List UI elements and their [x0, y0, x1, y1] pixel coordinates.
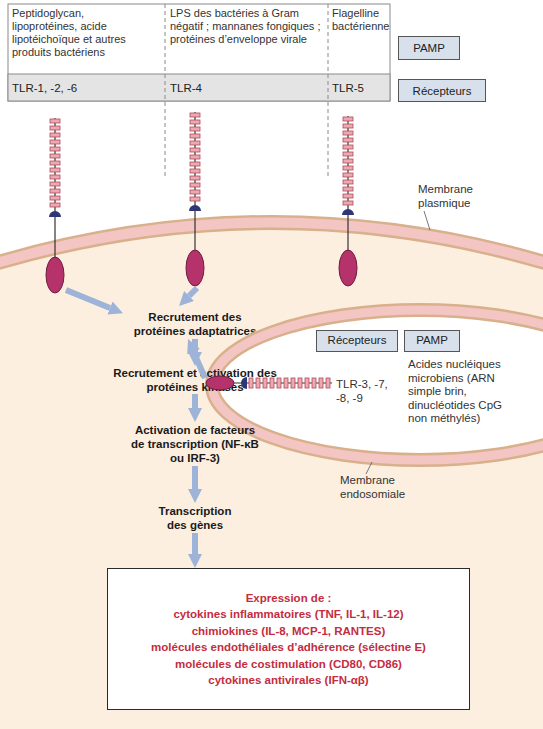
- receptor-stem: [220, 382, 332, 383]
- node-text: Expression de :: [246, 590, 332, 607]
- node-text: TLR-4: [170, 82, 202, 94]
- node-text: Récepteurs: [413, 85, 472, 97]
- tag-box: Récepteurs: [398, 79, 486, 102]
- node-text: Recrutement et activation des protéines …: [100, 366, 290, 394]
- receptor-cell: TLR-1, -2, -6: [12, 75, 162, 100]
- node-text: cytokines inflammatoires (TNF, IL-1, IL-…: [173, 606, 403, 623]
- membrane-label: Membrane plasmique: [418, 183, 490, 210]
- node-text: Acides nucléiques microbiens (ARN simple…: [408, 358, 512, 426]
- node-text: Recrutement des protéines adaptatrices: [125, 310, 265, 338]
- column-divider: [328, 4, 329, 178]
- tir-domain: [206, 376, 234, 390]
- receptor-ladder: [49, 118, 61, 209]
- receptor-ladder: [248, 377, 332, 389]
- receptor-cell: TLR-5: [332, 75, 388, 100]
- endosome-membrane-outer: [212, 310, 543, 460]
- flow-arrow: [192, 533, 198, 554]
- tag-box: Récepteurs: [316, 330, 398, 352]
- receptor-ladder: [342, 116, 354, 207]
- receptor-cell: TLR-4: [170, 75, 320, 100]
- tlr-receptor: [339, 116, 357, 286]
- plasma-membrane-band: [0, 223, 543, 266]
- leader-line: [424, 211, 430, 230]
- flow-arrow: [194, 352, 205, 378]
- process-step: Activation de facteurs de transcription …: [128, 422, 262, 466]
- receptor-domain: [342, 209, 354, 215]
- node-text: molécules de costimulation (CD80, CD86): [175, 656, 402, 673]
- output-box: Expression de :cytokines inflammatoires …: [107, 568, 470, 710]
- node-text: Peptidoglycan, lipoprotéines, acide lipo…: [12, 7, 152, 59]
- flow-arrow: [192, 339, 198, 352]
- column-divider: [165, 4, 166, 178]
- membrane-label: Membrane endosomiale: [340, 474, 430, 501]
- node-text: TLR-3, -7, -8, -9: [336, 378, 398, 405]
- receptor-row: [8, 74, 390, 101]
- process-step: Recrutement des protéines adaptatrices: [125, 309, 265, 339]
- pamp-table: [8, 4, 390, 101]
- process-step: Recrutement et activation des protéines …: [100, 366, 290, 394]
- node-text: PAMP: [416, 334, 448, 348]
- tlr-receptor: [46, 118, 64, 293]
- leader-line: [366, 462, 372, 474]
- endosomal-tlr-receptor: [206, 376, 332, 390]
- process-step: Transcription des gènes: [148, 503, 242, 533]
- receptor-domain: [49, 211, 61, 217]
- plasma-membrane-outer: [0, 223, 543, 266]
- tag-box: PAMP: [404, 330, 460, 352]
- node-text: Flagelline bactérienne: [332, 7, 390, 33]
- pamp-cell: Peptidoglycan, lipoprotéines, acide lipo…: [12, 7, 152, 71]
- node-text: TLR-5: [332, 82, 364, 94]
- tag-box: PAMP: [398, 36, 460, 60]
- node-text: cytokines antivirales (IFN-αβ): [208, 672, 368, 689]
- node-text: PAMP: [413, 42, 445, 54]
- node-text: molécules endothéliales d’adhérence (sél…: [151, 639, 426, 656]
- receptor-domain: [189, 205, 201, 211]
- node-text: TLR-1, -2, -6: [12, 82, 77, 94]
- tir-domain: [339, 250, 357, 286]
- node-text: chimiokines (IL-8, MCP-1, RANTES): [192, 623, 386, 640]
- node-text: LPS des bactéries à Gram négatif ; manna…: [170, 7, 322, 46]
- receptor-domain: [241, 377, 247, 389]
- signal-arrow: [66, 290, 110, 308]
- tlr-receptor: [186, 112, 204, 286]
- receptor-ladder: [189, 112, 201, 203]
- endosome-membrane-band: [212, 310, 543, 460]
- signal-arrow: [189, 288, 197, 296]
- flow-arrow: [192, 394, 198, 408]
- node-text: Récepteurs: [328, 334, 387, 348]
- pamp-cell: LPS des bactéries à Gram négatif ; manna…: [170, 7, 322, 71]
- flow-arrow: [192, 466, 198, 489]
- pamp-cell: Flagelline bactérienne: [332, 7, 390, 71]
- connector-layer: [194, 339, 205, 554]
- node-text: Transcription des gènes: [148, 504, 242, 532]
- node-text: Activation de facteurs de transcription …: [128, 423, 262, 465]
- tir-domain: [46, 257, 64, 293]
- tir-domain: [186, 250, 204, 286]
- cell-cytoplasm: [0, 223, 543, 729]
